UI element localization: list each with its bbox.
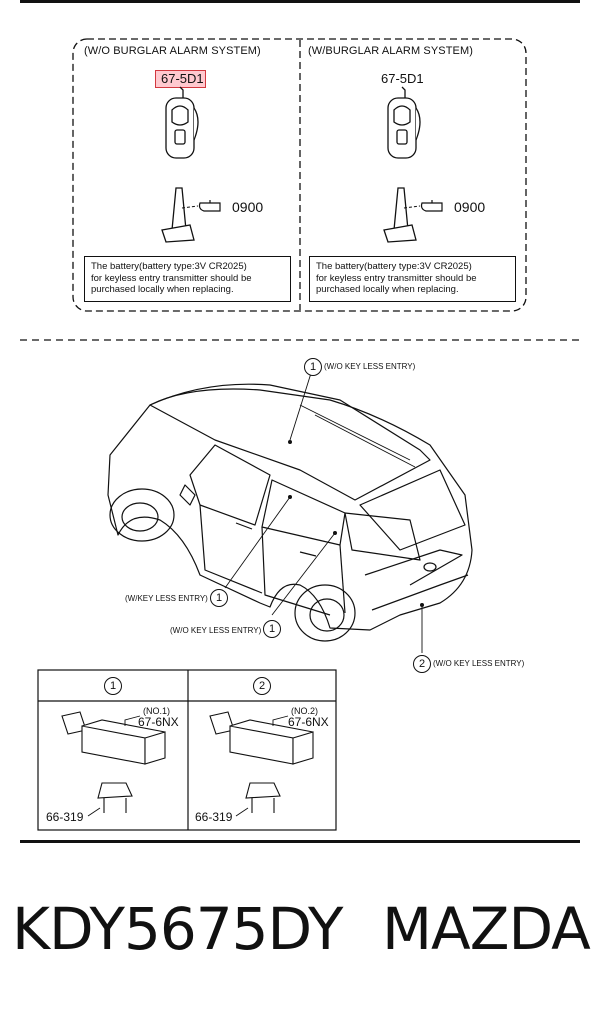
right-blade-part-number[interactable]: 0900 (454, 199, 486, 215)
antenna-1-tag: (NO.1) (143, 706, 170, 716)
product-code: KDY5675DY (12, 895, 343, 963)
note-line: for keyless entry transmitter should be (316, 272, 477, 284)
callout-1-rear-door-label: (W/O KEY LESS ENTRY) (170, 626, 262, 635)
right-key-fob-drawing (383, 86, 421, 243)
parts-table-frame (37, 669, 337, 831)
key-panel-frame (72, 38, 527, 312)
clip-1-part-number[interactable]: 66-319 (46, 810, 84, 824)
callout-1-front-door-label: (W/KEY LESS ENTRY) (125, 594, 208, 603)
note-line: The battery(battery type:3V CR2025) (316, 261, 472, 272)
right-blade-leader (403, 200, 443, 212)
right-panel-title: (W/BURGLAR ALARM SYSTEM) (308, 45, 473, 57)
callout-1-rear-door[interactable]: 1 (263, 620, 281, 638)
right-transmitter-part-number[interactable]: 67-5D1 (381, 71, 424, 86)
bottom-rule (20, 840, 580, 843)
callout-1-front-door[interactable]: 1 (210, 589, 228, 607)
callout-1-roof[interactable]: 1 (304, 358, 322, 376)
vehicle-drawing (107, 369, 473, 653)
section-divider (20, 339, 580, 341)
note-line: purchased locally when replacing. (316, 284, 459, 295)
callout-2-liftgate-label: (W/O KEY LESS ENTRY) (433, 659, 525, 668)
left-blade-leader (181, 200, 221, 212)
antenna-2-part-number[interactable]: 67-6NX (288, 715, 329, 729)
left-transmitter-part-number[interactable]: 67-5D1 (161, 71, 204, 86)
clip-2-part-number[interactable]: 66-319 (195, 810, 233, 824)
antenna-2-tag: (NO.2) (291, 706, 318, 716)
callout-1-roof-label: (W/O KEY LESS ENTRY) (324, 362, 416, 371)
left-key-fob-drawing (161, 86, 199, 243)
antenna-1-part-number[interactable]: 67-6NX (138, 715, 179, 729)
left-blade-part-number[interactable]: 0900 (232, 199, 264, 215)
left-panel-title: (W/O BURGLAR ALARM SYSTEM) (84, 45, 261, 57)
right-battery-note: The battery(battery type:3V CR2025) for … (309, 256, 516, 302)
note-line: for keyless entry transmitter should be (91, 272, 252, 284)
note-line: purchased locally when replacing. (91, 284, 234, 295)
parts-col-1-header: 1 (104, 677, 122, 695)
parts-col-2-header: 2 (253, 677, 271, 695)
callout-2-liftgate[interactable]: 2 (413, 655, 431, 673)
brand-name: MAZDA (382, 895, 591, 963)
top-rule (20, 0, 580, 3)
note-line: The battery(battery type:3V CR2025) (91, 261, 247, 272)
left-battery-note: The battery(battery type:3V CR2025) for … (84, 256, 291, 302)
